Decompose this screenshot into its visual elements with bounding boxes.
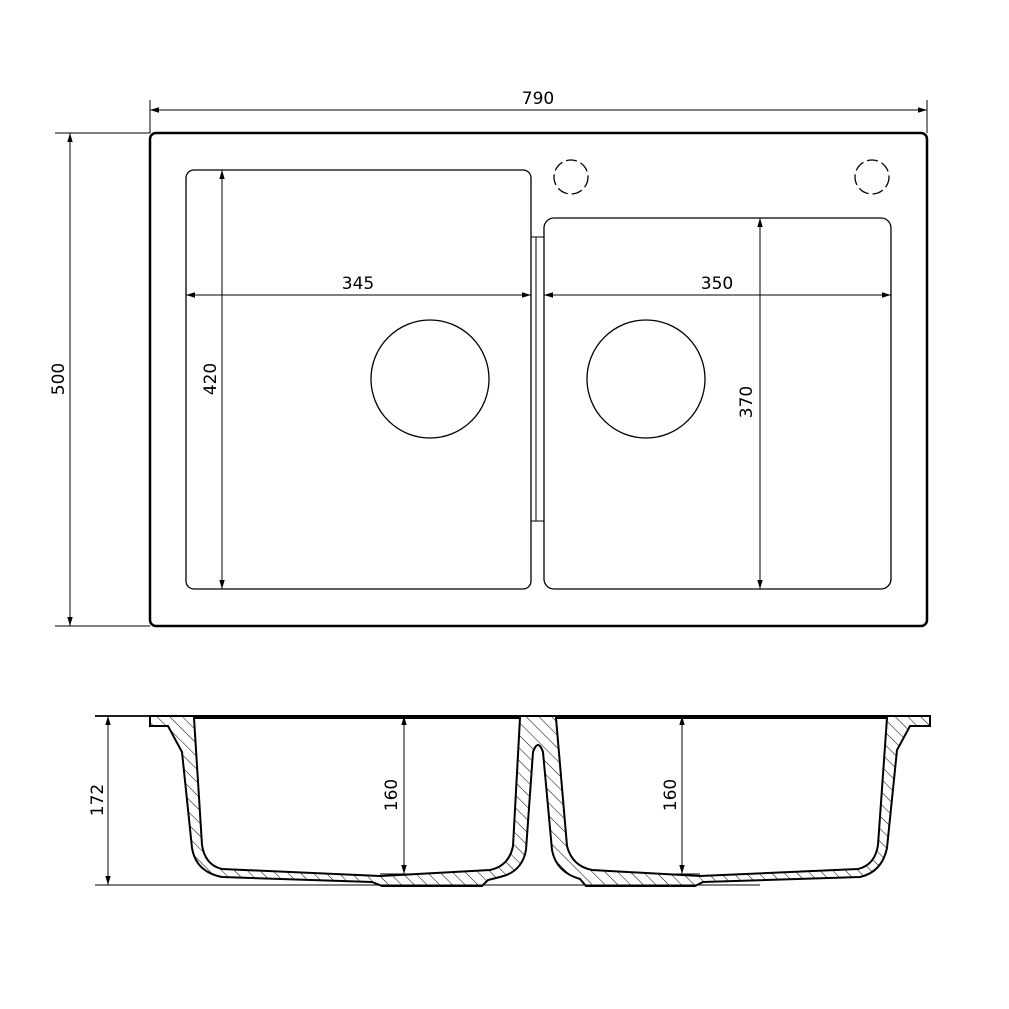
dimension-left-bowl-width: 345 bbox=[186, 274, 531, 298]
dim-label-790: 790 bbox=[522, 89, 554, 109]
dimension-right-bowl-height: 160 bbox=[661, 716, 700, 875]
dim-label-160-right: 160 bbox=[661, 779, 681, 811]
dim-label-420: 420 bbox=[201, 363, 221, 395]
dim-label-172: 172 bbox=[88, 784, 108, 816]
right-bowl bbox=[543, 217, 892, 590]
sink-cross-section bbox=[149, 715, 931, 887]
dim-label-500: 500 bbox=[49, 363, 69, 395]
dimension-overall-depth: 500 bbox=[49, 132, 150, 627]
dimension-left-bowl-height: 160 bbox=[380, 716, 418, 875]
sink-outline bbox=[148, 131, 929, 628]
section-view: 172 160 160 bbox=[88, 715, 931, 887]
dim-label-370: 370 bbox=[737, 386, 757, 418]
dimension-right-bowl-width: 350 bbox=[544, 274, 891, 298]
dimension-overall-width: 790 bbox=[149, 89, 928, 133]
drain-left bbox=[370, 319, 490, 439]
dimension-left-bowl-depth: 420 bbox=[201, 170, 225, 589]
left-bowl bbox=[185, 169, 532, 590]
dimension-right-bowl-depth: 370 bbox=[737, 218, 763, 589]
tap-hole-left bbox=[553, 159, 589, 195]
dim-label-350: 350 bbox=[701, 274, 733, 294]
bowl-divider bbox=[531, 236, 544, 522]
dim-label-345: 345 bbox=[342, 274, 374, 294]
dim-label-160-left: 160 bbox=[382, 779, 402, 811]
top-view: 790 500 345 350 420 370 bbox=[49, 89, 929, 628]
drain-right bbox=[586, 319, 706, 439]
dimension-overall-height: 172 bbox=[88, 715, 150, 885]
tap-hole-right bbox=[854, 159, 890, 195]
